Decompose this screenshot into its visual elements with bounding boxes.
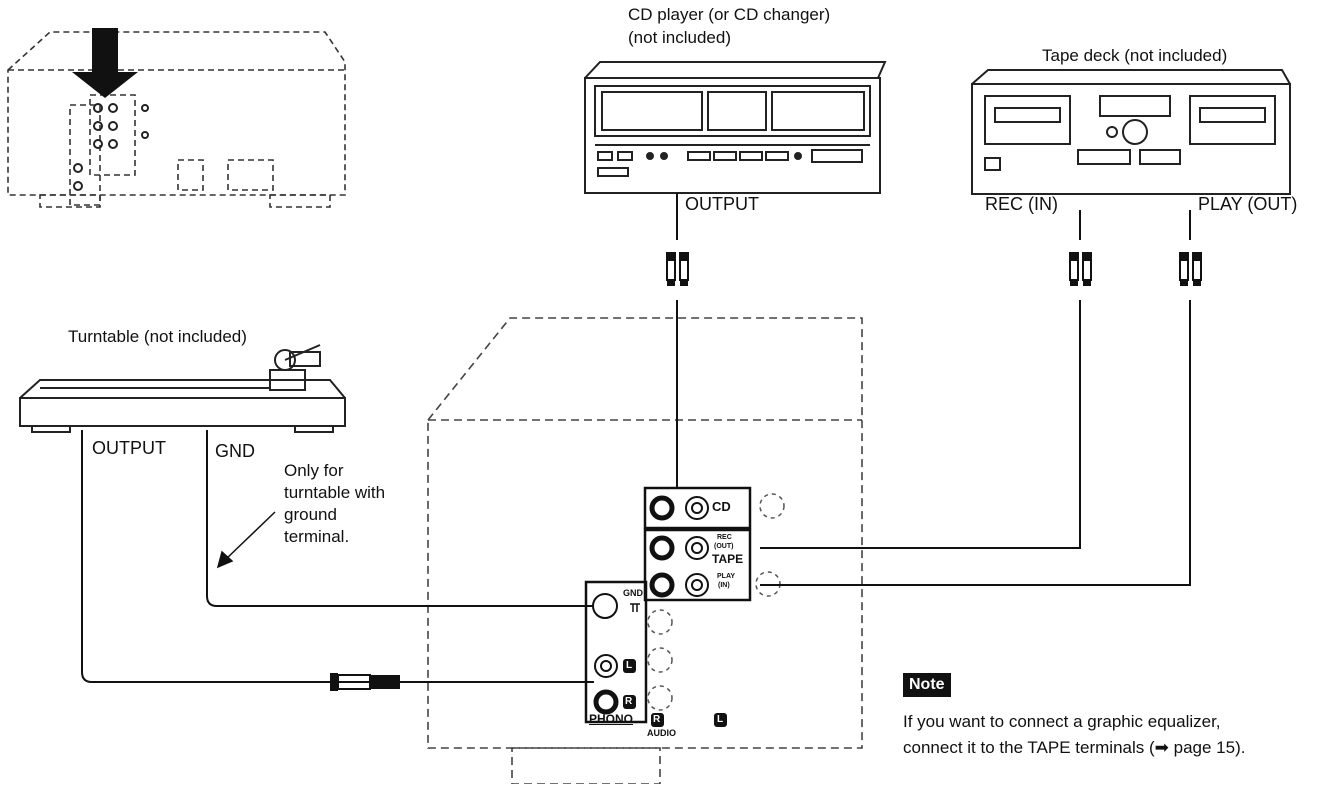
phono-terminal-label: PHONO <box>589 712 634 726</box>
tape-play-terminal-label-1: PLAY <box>717 573 736 580</box>
turntable-gnd-label: GND <box>215 441 255 461</box>
note-text: If you want to connect a graphic equaliz… <box>903 709 1334 761</box>
note-badge: Note <box>903 673 951 697</box>
tape-rec-terminal-label-1: REC <box>717 534 732 541</box>
terminal-badges <box>623 659 727 727</box>
tape-terminal-label: TAPE <box>712 552 744 566</box>
cd-player-title-line1: CD player (or CD changer) <box>628 5 831 24</box>
note-line-1: If you want to connect a graphic equaliz… <box>903 712 1221 731</box>
leader-arrow-icon <box>216 511 276 569</box>
ground-note-line2: turntable with <box>284 483 386 502</box>
turntable-output-label: OUTPUT <box>92 438 166 458</box>
gnd-terminal-label: GND <box>623 588 643 598</box>
ground-symbol-icon <box>630 603 640 612</box>
tape-play-terminal-label-2: (IN) <box>718 582 730 589</box>
rca-plug-icons <box>330 251 1203 691</box>
audio-right-badge: R <box>653 714 661 725</box>
cd-terminal-label: CD <box>712 499 731 514</box>
right-channel-badge: R <box>625 696 633 707</box>
turntable-title: Turntable (not included) <box>68 327 247 346</box>
cd-player-title-line2: (not included) <box>628 28 732 47</box>
terminal-jacks <box>592 495 709 715</box>
tape-rec-terminal-label-2: (OUT) <box>714 543 734 550</box>
ground-note-line4: terminal. <box>284 527 350 546</box>
audio-left-badge: L <box>717 714 724 725</box>
ground-note-line1: Only for <box>284 461 344 480</box>
audio-terminal-label: AUDIO <box>647 728 676 738</box>
arrow-icon <box>72 28 138 98</box>
tape-deck-title: Tape deck (not included) <box>1042 46 1228 65</box>
tape-rec-label: REC (IN) <box>985 194 1058 214</box>
cd-output-label: OUTPUT <box>685 194 759 214</box>
receiver-rear-outline <box>427 317 863 785</box>
left-channel-badge: L <box>626 660 633 671</box>
terminal-panel <box>584 486 752 724</box>
ground-note-line3: ground <box>284 505 337 524</box>
cables <box>81 193 1191 683</box>
receiver-thumbnail <box>7 31 346 208</box>
cd-player-drawing <box>584 61 887 194</box>
note-line-2: connect it to the TAPE terminals (➡ page… <box>903 738 1246 757</box>
tape-play-label: PLAY (OUT) <box>1198 194 1298 214</box>
unused-jacks <box>647 493 785 711</box>
thumbnail-jacks <box>73 103 149 191</box>
tape-deck-drawing <box>971 69 1291 195</box>
turntable-drawing <box>19 344 346 433</box>
